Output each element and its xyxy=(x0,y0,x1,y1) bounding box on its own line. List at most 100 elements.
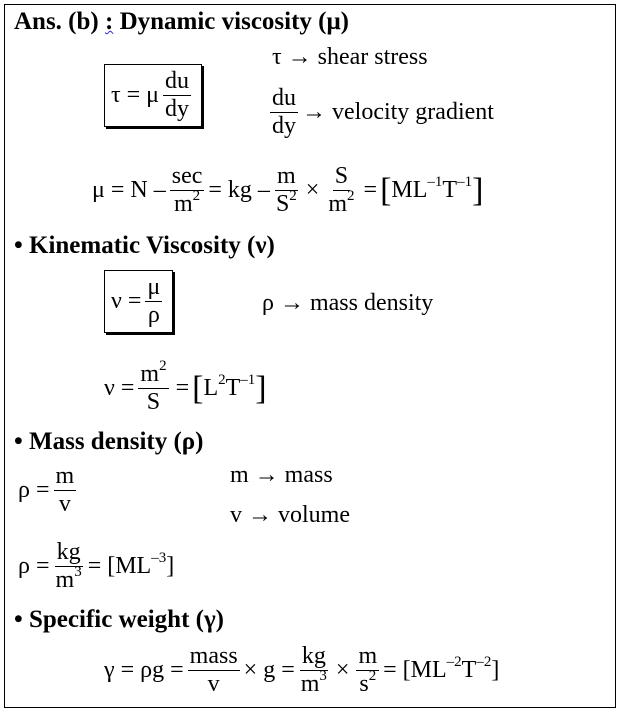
fraction-kg-m3: kg m3 xyxy=(299,643,329,698)
result-close: ] xyxy=(166,553,175,580)
fraction-denominator: s2 xyxy=(357,668,378,698)
dimension-t: T xyxy=(461,657,477,684)
denominator-base: m xyxy=(55,567,75,594)
fraction-denominator: dy xyxy=(165,96,190,123)
exponent-t: –2 xyxy=(476,654,492,671)
denominator-base: S xyxy=(275,191,290,218)
fraction-denominator: S xyxy=(146,389,161,416)
denominator-base: m xyxy=(173,191,193,218)
fraction-numerator: μ xyxy=(145,274,163,303)
denominator-exponent: 3 xyxy=(74,564,82,581)
denominator-exponent: 2 xyxy=(192,188,201,205)
formula-mid: × g = xyxy=(243,657,295,684)
denominator-exponent: 2 xyxy=(347,188,355,205)
fraction-mass-v: mass v xyxy=(187,643,240,698)
note-mass: m → mass xyxy=(230,462,333,488)
dimension-l: L xyxy=(203,375,219,402)
fraction-du-dy: du dy xyxy=(163,68,192,123)
fraction-numerator: S xyxy=(332,163,351,192)
fraction-numerator: kg xyxy=(54,539,83,568)
fraction-numerator: m2 xyxy=(138,359,169,390)
exponent-t: –1 xyxy=(457,174,473,191)
equals-sign: = xyxy=(363,177,378,204)
fraction-denominator: m2 xyxy=(326,188,356,218)
boxed-formula-kinematic: ν = μ ρ xyxy=(104,270,174,334)
formula-lhs: ρ = xyxy=(18,477,50,504)
denominator-base: m xyxy=(300,671,320,698)
fraction-numerator: mass xyxy=(187,643,240,672)
fraction-numerator: m xyxy=(53,463,77,492)
left-bracket: [ xyxy=(380,171,392,209)
units-dynamic-viscosity: μ = N – sec m2 = kg – m S2 × S m2 = [ ML… xyxy=(92,163,484,218)
fraction-du-dy-note: du dy xyxy=(270,85,298,140)
section-heading-kinematic-viscosity: • Kinematic Viscosity (ν) xyxy=(14,232,275,259)
formula-result: = [ML–2T–2] xyxy=(383,654,500,684)
section-heading-dynamic-viscosity: Ans. (b) : Dynamic viscosity (μ) xyxy=(14,8,349,36)
note-shear-stress: τ → shear stress xyxy=(272,44,428,70)
units-result: = [ML–3] xyxy=(87,551,175,580)
dimension-result: ML–1T–1 xyxy=(391,174,473,204)
fraction-numerator: kg xyxy=(299,643,328,672)
note-text: → velocity gradient xyxy=(302,99,494,126)
section-heading-specific-weight: • Specific weight (γ) xyxy=(14,606,224,633)
answer-prefix: Ans. (b) xyxy=(14,8,99,35)
exponent-l: –1 xyxy=(427,174,443,191)
fraction-m-s2: m s2 xyxy=(356,643,380,698)
fraction-m-v: m v xyxy=(53,463,77,518)
times-sign: × xyxy=(305,177,320,204)
result-text: = [ML xyxy=(383,657,447,684)
units-lhs: ρ = xyxy=(18,553,50,580)
fraction-denominator: ρ xyxy=(147,302,160,329)
fraction-denominator: m2 xyxy=(172,188,202,218)
document-frame xyxy=(4,4,616,708)
formula-lhs: γ = ρg = xyxy=(104,657,184,684)
units-lhs: ν = xyxy=(104,375,135,402)
fraction-numerator: sec xyxy=(169,163,205,192)
fraction-numerator: du xyxy=(270,85,298,114)
formula-lhs: τ = μ xyxy=(111,82,160,109)
section-heading-mass-density: • Mass density (ρ) xyxy=(14,428,204,455)
denominator-base: s xyxy=(359,671,369,698)
dimension-t: T xyxy=(442,177,458,204)
units-kinematic-viscosity: ν = m2 S = [ L2T–1 ] xyxy=(104,359,267,416)
equals-sign: = xyxy=(175,375,190,402)
fraction-m2-s: m2 S xyxy=(138,359,169,416)
dimension-result: L2T–1 xyxy=(203,372,255,402)
exponent-l: –2 xyxy=(446,654,462,671)
left-bracket: [ xyxy=(192,369,204,407)
formula-lhs: ν = xyxy=(111,288,142,315)
denominator-base: m xyxy=(328,191,348,218)
units-mass-density: ρ = kg m3 = [ML–3] xyxy=(18,539,175,594)
fraction-kg-m3: kg m3 xyxy=(54,539,84,594)
fraction-denominator: m3 xyxy=(299,668,329,698)
note-velocity-gradient: du dy → velocity gradient xyxy=(266,85,494,140)
fraction-mu-rho: μ ρ xyxy=(145,274,163,329)
fraction-denominator: v xyxy=(58,491,71,518)
boxed-formula-shear: τ = μ du dy xyxy=(104,64,203,128)
fraction-m-s2: m S2 xyxy=(274,163,299,218)
note-mass-density: ρ → mass density xyxy=(262,290,434,316)
fraction-denominator: dy xyxy=(272,113,296,140)
denominator-exponent: 3 xyxy=(319,668,327,685)
fraction-numerator: m xyxy=(275,163,298,192)
heading-title: Dynamic viscosity (μ) xyxy=(119,8,349,35)
fraction-numerator: du xyxy=(163,68,192,97)
exponent-l: 2 xyxy=(218,372,226,389)
times-sign: × xyxy=(335,657,350,684)
fraction-numerator: m xyxy=(356,643,380,672)
denominator-exponent: 2 xyxy=(368,668,377,685)
fraction-denominator: m3 xyxy=(54,564,84,594)
result-close: ] xyxy=(491,657,500,684)
dimension-ml: ML xyxy=(391,177,428,204)
units-part-b: = kg – xyxy=(208,177,270,204)
numerator-base: m xyxy=(140,361,160,387)
right-bracket: ] xyxy=(255,369,267,407)
numerator-exponent: 2 xyxy=(159,358,167,374)
right-bracket: ] xyxy=(472,171,484,209)
dimension-t: T xyxy=(225,375,241,402)
result-text: = [ML xyxy=(87,553,152,580)
fraction-denominator: S2 xyxy=(274,189,299,218)
units-part-a: μ = N – xyxy=(92,177,166,204)
fraction-denominator: v xyxy=(207,671,220,698)
formula-specific-weight: γ = ρg = mass v × g = kg m3 × m s2 = [ML… xyxy=(104,643,500,698)
